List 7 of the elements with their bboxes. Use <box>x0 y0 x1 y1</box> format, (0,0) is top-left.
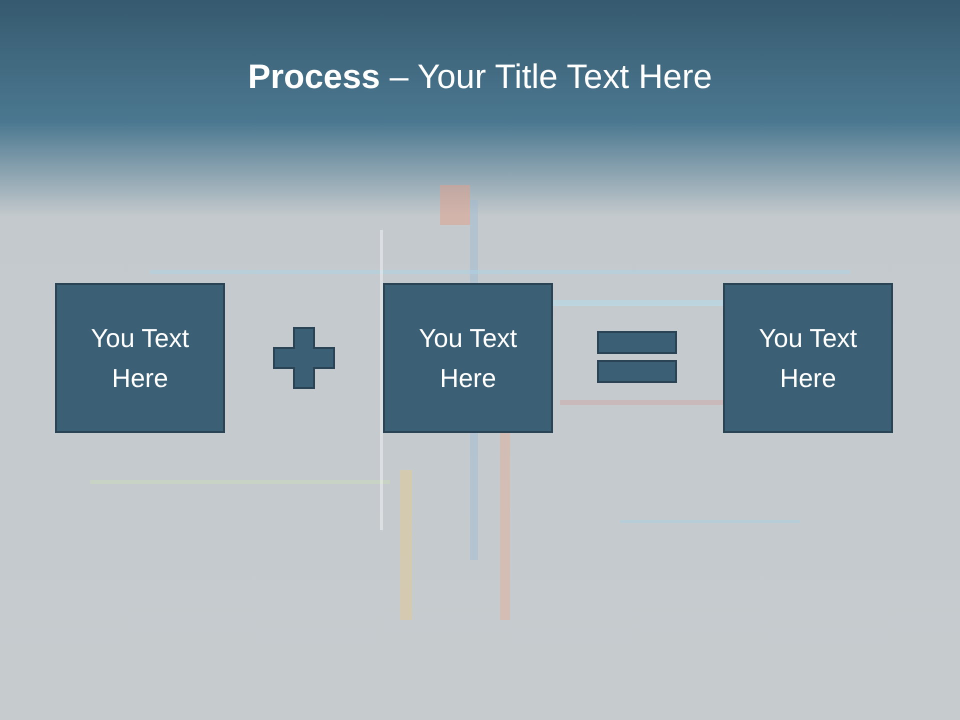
title: Process – Your Title Text Here <box>246 57 714 98</box>
box-text: You Text Here <box>90 322 190 395</box>
box-text: You Text Here <box>758 322 858 395</box>
box-text: You Text Here <box>418 322 518 395</box>
text-box <box>383 283 553 433</box>
text-box <box>55 283 225 433</box>
text-box <box>723 283 893 433</box>
